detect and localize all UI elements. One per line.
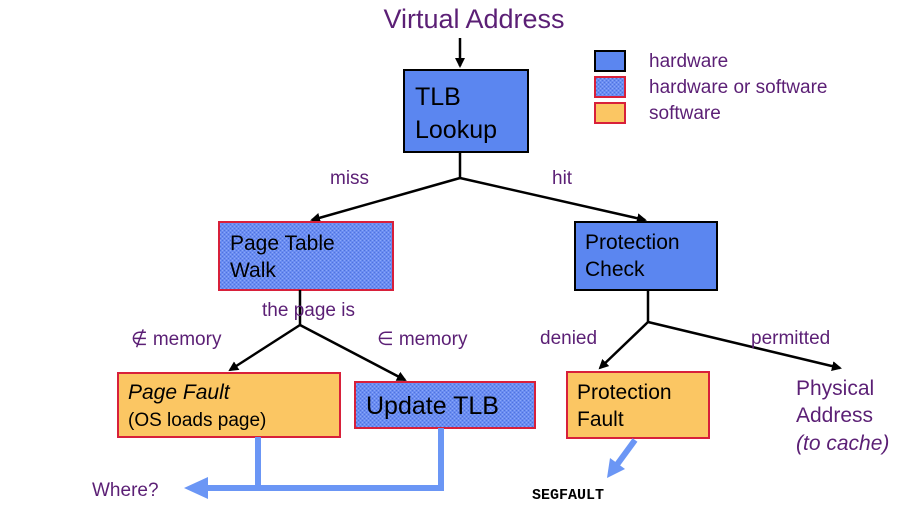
protection-check-line1: Protection bbox=[585, 231, 680, 254]
tlb-lookup-line1: TLB bbox=[415, 83, 461, 111]
node-page-table-walk: Page Table Walk bbox=[218, 221, 394, 291]
label-miss: miss bbox=[330, 168, 369, 189]
edge-ptw-not-in-memory bbox=[228, 323, 301, 372]
tlb-lookup-line2: Lookup bbox=[415, 116, 497, 144]
edge-pc-permitted bbox=[647, 320, 842, 371]
label-permitted: permitted bbox=[751, 328, 830, 349]
legend-swatch-software bbox=[594, 102, 626, 124]
page-fault-line2: (OS loads page) bbox=[128, 410, 266, 431]
edge-ptw-in-memory bbox=[299, 323, 407, 382]
label-in-memory: ∈ memory bbox=[377, 329, 468, 350]
legend: hardware hardware or software software bbox=[594, 50, 827, 124]
blue-path-update-tlb bbox=[205, 428, 444, 491]
legend-swatch-hybrid bbox=[594, 76, 626, 98]
where-arrows bbox=[184, 428, 444, 499]
label-not-in-memory: ∉ memory bbox=[131, 329, 222, 350]
legend-swatch-hardware bbox=[594, 50, 626, 72]
node-page-fault: Page Fault (OS loads page) bbox=[117, 372, 341, 438]
legend-label-hardware: hardware bbox=[649, 51, 728, 72]
blue-arrowhead-where bbox=[184, 477, 208, 499]
node-protection-fault: Protection Fault bbox=[566, 371, 710, 439]
legend-label-hybrid: hardware or software bbox=[649, 77, 827, 98]
output-physical-line2: Address bbox=[796, 404, 873, 427]
output-segfault: SEGFAULT bbox=[532, 487, 604, 504]
node-protection-check: Protection Check bbox=[574, 221, 718, 291]
node-update-tlb: Update TLB bbox=[354, 381, 536, 429]
protection-fault-line2: Fault bbox=[577, 408, 624, 431]
blue-arrowhead-segfault bbox=[607, 458, 625, 478]
title-virtual-address: Virtual Address bbox=[383, 4, 564, 34]
label-the-page-is: the page is bbox=[262, 300, 355, 321]
protection-fault-line1: Protection bbox=[577, 381, 672, 404]
page-table-walk-line1: Page Table bbox=[230, 232, 335, 255]
node-tlb-lookup: TLB Lookup bbox=[403, 69, 529, 153]
label-denied: denied bbox=[540, 328, 597, 349]
legend-label-software: software bbox=[649, 103, 721, 124]
label-hit: hit bbox=[552, 168, 573, 189]
output-physical-line1: Physical bbox=[796, 377, 874, 400]
output-where: Where? bbox=[92, 480, 159, 501]
page-table-walk-line2: Walk bbox=[230, 259, 276, 282]
blue-path-protection-fault bbox=[613, 438, 638, 468]
protection-check-line2: Check bbox=[585, 258, 645, 281]
page-fault-line1: Page Fault bbox=[128, 381, 231, 404]
output-physical-line3: (to cache) bbox=[796, 432, 889, 455]
edge-tlb-miss bbox=[310, 176, 461, 223]
edge-pc-denied bbox=[598, 321, 649, 370]
update-tlb-label: Update TLB bbox=[366, 392, 499, 420]
edge-tlb-hit bbox=[459, 176, 647, 224]
